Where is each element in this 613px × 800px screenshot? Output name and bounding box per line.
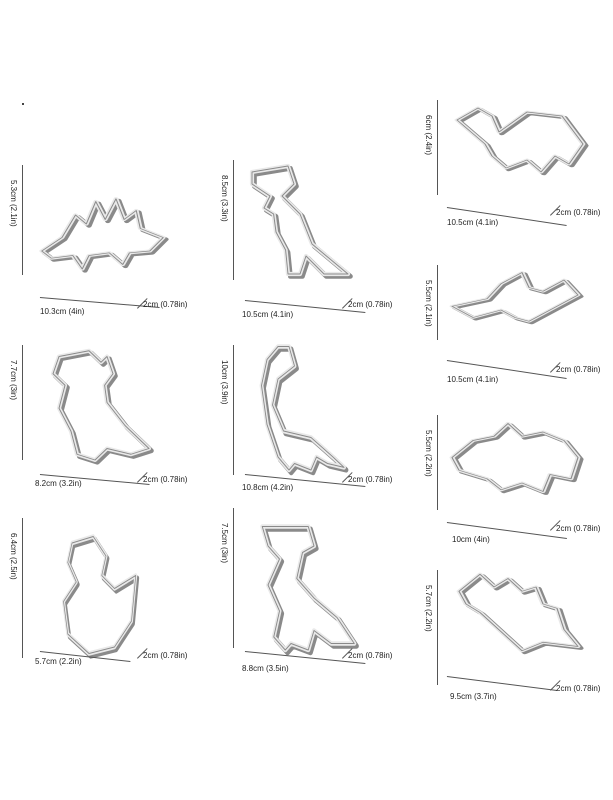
width-label: 8.8cm (3.5in) [242,664,289,673]
triceratops-cutter-image [445,415,585,500]
height-dimension-line [233,508,234,648]
t-rex-cutter-image [240,160,360,280]
height-dimension-line [233,160,234,280]
depth-label: 2cm (0.78in) [348,475,393,484]
height-dimension-line [437,415,438,510]
height-label: 5.5cm (2.2in) [424,430,433,477]
depth-label: 2cm (0.78in) [556,524,601,533]
stray-mark [22,103,24,105]
depth-label: 2cm (0.78in) [556,208,601,217]
height-label: 7.5cm (3in) [220,523,229,564]
depth-label: 2cm (0.78in) [556,365,601,374]
stegosaurus-cutter-image [35,188,170,278]
width-label: 10.5cm (4.1in) [447,218,499,227]
height-label: 6.4cm (2.5in) [9,533,18,580]
height-label: 5.7cm (2.2in) [424,585,433,632]
height-dimension-line [22,165,23,275]
depth-label: 2cm (0.78in) [348,651,393,660]
height-dimension-line [437,265,438,340]
height-label: 7.7cm (3in) [9,360,18,401]
width-label: 5.7cm (2.2in) [35,657,82,666]
height-label: 5.5cm (2.1in) [424,280,433,327]
width-label: 10.5cm (4.1in) [447,375,499,384]
turtle-dino-cutter-image [450,100,590,180]
height-label: 5.3cm (2.1in) [9,180,18,227]
dino-egg-cutter-image [55,530,140,660]
height-dimension-line [437,570,438,685]
width-label: 8.2cm (3.2in) [35,479,82,488]
depth-label: 2cm (0.78in) [556,684,601,693]
width-label: 10.5cm (4.1in) [242,310,294,319]
depth-label: 2cm (0.78in) [143,300,188,309]
height-label: 6cm (2.4in) [424,115,433,156]
depth-label: 2cm (0.78in) [143,651,188,660]
width-label: 10cm (4in) [452,535,490,544]
height-label: 8.5cm (3.3in) [220,175,229,222]
width-label: 10.3cm (4in) [40,307,85,316]
height-dimension-line [22,345,23,460]
depth-label: 2cm (0.78in) [143,475,188,484]
height-dimension-line [233,345,234,475]
height-dimension-line [22,518,23,658]
width-label: 9.5cm (3.7in) [450,692,497,701]
height-dimension-line [437,100,438,195]
width-dimension-line [446,676,557,691]
pterodactyl-cutter-image [445,265,585,340]
depth-label: 2cm (0.78in) [348,300,393,309]
brontosaurus-cutter-image [245,340,355,476]
spiky-dino-cutter-image [445,570,585,655]
height-label: 10cm (3.9in) [220,360,229,405]
width-label: 10.8cm (4.2in) [242,483,294,492]
dino-standing-cutter-image [35,345,155,465]
raptor-cutter-image [245,520,360,656]
